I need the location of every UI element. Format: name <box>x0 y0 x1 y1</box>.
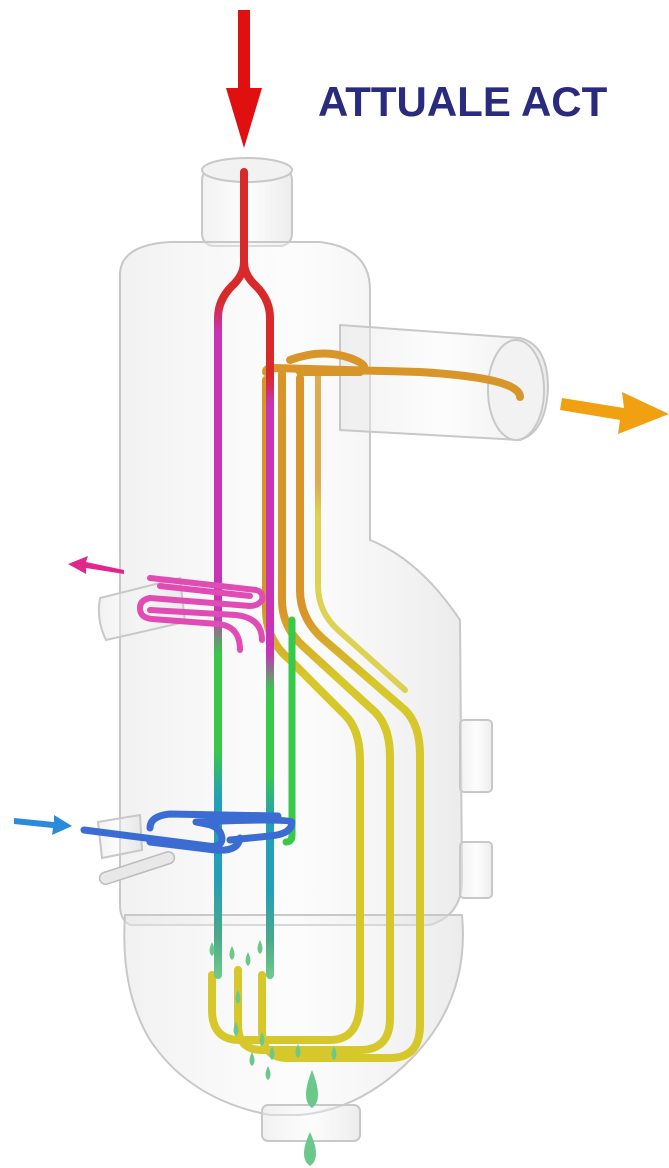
droplet-icon <box>235 990 241 1004</box>
condensate-droplets <box>209 940 337 1166</box>
right-lug-lower <box>459 841 493 899</box>
right-lug-upper <box>459 719 493 793</box>
droplet-icon <box>209 942 215 956</box>
droplet-icon <box>229 946 235 960</box>
pink-coil <box>137 575 266 653</box>
vessel <box>96 157 550 1142</box>
blue-inlet-arrow-icon <box>14 815 72 835</box>
diagram-title: ATTUALE ACT <box>318 78 608 125</box>
outlet-arrow-right-icon <box>560 392 669 434</box>
magenta-outlet-arrow-icon <box>68 556 124 574</box>
inlet-arrow-down-icon <box>226 10 262 148</box>
left-lower-rod <box>98 851 176 885</box>
droplet-icon <box>306 1070 318 1108</box>
droplet-icon <box>259 1032 265 1046</box>
blue-coil <box>80 810 296 854</box>
droplet-icon <box>265 1066 271 1080</box>
droplet-icon <box>331 1046 337 1060</box>
droplet-icon <box>245 952 251 966</box>
vessel-bottom-head <box>123 914 464 1116</box>
droplet-icon <box>269 1046 275 1060</box>
droplet-icon <box>233 1022 239 1036</box>
droplet-icon <box>295 1044 301 1058</box>
droplet-icon <box>257 940 263 954</box>
droplet-icon <box>304 1132 316 1166</box>
droplet-icon <box>249 1052 255 1066</box>
